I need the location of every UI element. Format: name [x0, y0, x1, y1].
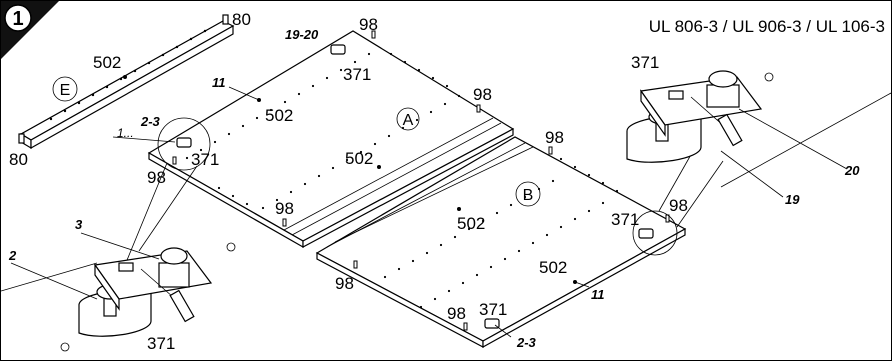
zoom-circle-left [157, 117, 211, 171]
label-98-bottom: 98 [447, 304, 466, 323]
label-371-top: 371 [343, 65, 371, 84]
cam-fittings [176, 44, 654, 329]
label-98-b-left: 98 [335, 274, 354, 293]
label-98-b-top: 98 [545, 128, 564, 147]
label-98-a-left: 98 [147, 168, 166, 187]
label-502-rail: 502 [93, 53, 121, 72]
label-98-b-right: 98 [669, 196, 688, 215]
cam-lock-detail-left [78, 247, 213, 337]
label-19-20: 19-20 [285, 27, 319, 42]
rail-e-callout [52, 76, 78, 102]
label-98-a-right: 98 [473, 85, 492, 104]
label-502-b1: 502 [457, 214, 485, 233]
label-1-dots: 1... [117, 126, 134, 140]
hole-marker [226, 242, 236, 252]
label-20: 20 [844, 163, 860, 178]
label-98-top: 98 [359, 15, 378, 34]
panel-a-callout [396, 107, 420, 131]
label-502-a1: 502 [265, 106, 293, 125]
label-11-b: 11 [591, 287, 605, 302]
model-codes: UL 806-3 / UL 906-3 / UL 106-3 [649, 17, 885, 36]
label-11-a: 11 [212, 75, 226, 90]
label-371-b-right: 371 [611, 210, 639, 229]
panel-b-callout [515, 181, 541, 207]
hole-marker [60, 342, 70, 352]
label-371-detail-right: 371 [631, 53, 659, 72]
label-2-3-bottom: 2-3 [516, 335, 537, 350]
label-2: 2 [8, 248, 17, 263]
label-19: 19 [785, 192, 800, 207]
label-98-mid: 98 [275, 199, 294, 218]
label-371-bottom: 371 [479, 300, 507, 319]
label-371-detail-left: 371 [147, 334, 175, 353]
zoom-circle-right [632, 210, 678, 256]
label-502-a2: 502 [345, 149, 373, 168]
panel-b-letter: B [523, 187, 534, 204]
step-badge: 1 [1, 1, 59, 59]
cam-lock-detail-right [626, 70, 763, 163]
rail-e [18, 14, 235, 150]
label-3: 3 [75, 217, 83, 232]
rail-e-letter: E [60, 82, 71, 99]
panel-a-letter: A [403, 112, 414, 129]
label-80-bottom: 80 [9, 150, 28, 169]
panel-a [147, 30, 515, 249]
label-371-left: 371 [191, 150, 219, 169]
label-80-top: 80 [232, 10, 251, 29]
panel-b [315, 136, 687, 349]
step-number: 1 [12, 8, 23, 30]
label-502-b2: 502 [539, 258, 567, 277]
label-2-3-left: 2-3 [140, 114, 161, 129]
hole-marker [764, 72, 774, 82]
